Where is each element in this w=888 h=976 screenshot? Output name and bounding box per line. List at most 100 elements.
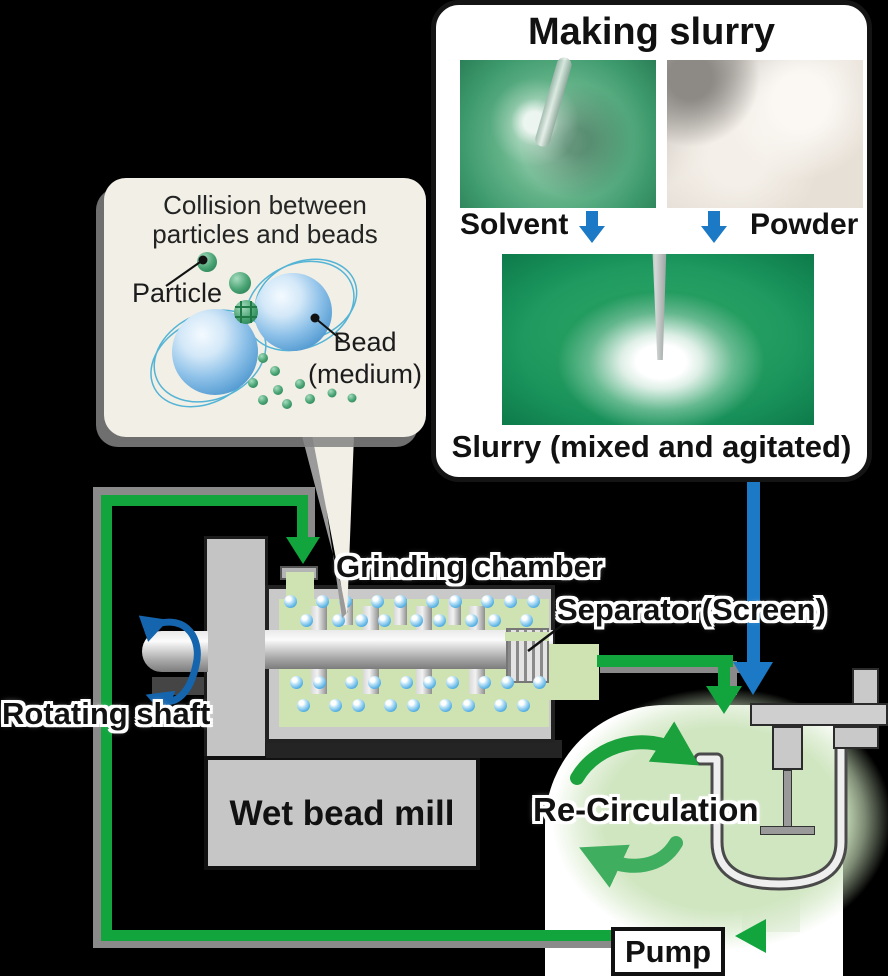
bead	[355, 614, 368, 627]
bubble-title-line1: Collision between	[163, 190, 367, 220]
chamber-under-shadow	[266, 740, 562, 758]
bead	[478, 676, 491, 689]
outlet-slot	[505, 687, 549, 696]
pipe-shadow-outlet	[600, 667, 740, 673]
pipe-top-horizontal	[101, 495, 308, 506]
bead	[410, 614, 423, 627]
pump-flow-arrowhead	[735, 919, 766, 953]
bead	[446, 676, 459, 689]
bead-sphere-left	[172, 309, 258, 395]
bead	[300, 614, 313, 627]
panel-title: Making slurry	[527, 11, 776, 53]
agitator-mount-plate	[750, 703, 888, 726]
slurry-feed-arrowhead	[733, 662, 773, 695]
bead	[332, 614, 345, 627]
bead	[488, 614, 501, 627]
pipe-outlet-horizontal	[597, 655, 733, 667]
bubble-tail	[302, 435, 354, 618]
outlet-slot	[505, 632, 549, 641]
pipe-bottom-horizontal	[101, 930, 617, 941]
bead	[462, 699, 475, 712]
bead	[371, 595, 384, 608]
dip-tube	[693, 705, 848, 891]
recirc-arrow-bottom	[579, 836, 683, 888]
bubble-title: Collision between particles and beads	[104, 191, 426, 249]
bead-label: Bead (medium)	[304, 326, 426, 390]
collision-graphic	[150, 252, 358, 409]
wet-bead-mill-label: Wet bead mill	[229, 794, 455, 833]
solvent-down-arrow	[586, 211, 598, 227]
bead	[517, 699, 530, 712]
bead	[329, 699, 342, 712]
slurry-feed-arrow-shaft	[747, 482, 760, 664]
bead	[284, 595, 297, 608]
separator-label: Separator(Screen)	[557, 592, 826, 627]
particle-ball	[229, 272, 251, 294]
powder-down-arrowhead	[701, 226, 727, 243]
solvent-photo	[460, 55, 656, 208]
agitator-shaft	[783, 770, 792, 831]
powder-photo	[667, 60, 863, 208]
bead-sphere-right	[254, 273, 332, 351]
fine-particles	[248, 353, 357, 409]
particle-label: Particle	[132, 278, 223, 308]
bead	[423, 676, 436, 689]
bead	[394, 595, 407, 608]
pipe-shadow-top	[93, 487, 315, 495]
collision-bubble: Collision between particles and beads	[104, 178, 426, 437]
bead	[316, 595, 329, 608]
mill-base	[204, 756, 480, 870]
bead	[520, 614, 533, 627]
bead	[527, 595, 540, 608]
bead	[345, 676, 358, 689]
bead	[465, 614, 478, 627]
bead	[533, 676, 546, 689]
particle-agglomerate	[234, 300, 258, 324]
separator-pointer	[527, 622, 566, 652]
pump-box: Pump	[611, 927, 725, 976]
bead	[400, 676, 413, 689]
bead	[504, 595, 517, 608]
solvent-down-arrowhead	[579, 226, 605, 243]
bead	[494, 699, 507, 712]
recirculation-arrows	[570, 721, 700, 888]
grinding-chamber-label: Grinding chamber	[336, 549, 603, 584]
recirc-arrow-top	[570, 721, 700, 785]
powder-label: Powder	[750, 208, 859, 241]
pipe-shadow-bottom	[93, 941, 618, 948]
bead-label-line1: Bead	[333, 327, 397, 357]
pointer-lines	[165, 259, 345, 343]
pipe-inlet-drop	[297, 503, 308, 539]
recirculation-label: Re-Circulation	[533, 791, 759, 828]
rotating-shaft-label: Rotating shaft	[2, 696, 211, 731]
bead	[439, 699, 452, 712]
bead	[433, 614, 446, 627]
bead	[352, 699, 365, 712]
bead	[297, 699, 310, 712]
slurry-photo	[502, 254, 814, 425]
slurry-caption: Slurry (mixed and agitated)	[451, 429, 852, 464]
agitator-motor-block	[772, 726, 803, 770]
agitator-side-block	[833, 726, 879, 749]
inlet-arrowhead	[286, 537, 320, 564]
agitator-upper-block	[852, 668, 879, 705]
making-slurry-panel: Making slurry Solvent Powder Slurry (mix…	[431, 0, 872, 482]
bead	[501, 676, 514, 689]
solvent-label: Solvent	[460, 208, 569, 241]
bead	[407, 699, 420, 712]
outlet-port	[549, 644, 599, 700]
pipe-shadow-left	[93, 487, 101, 948]
bead	[313, 676, 326, 689]
pipe-shadow-inlet	[308, 495, 315, 539]
bead	[368, 676, 381, 689]
rotation-arrow	[138, 615, 201, 718]
bead	[426, 595, 439, 608]
bead	[481, 595, 494, 608]
pipe-left-vertical	[101, 495, 112, 931]
bead	[378, 614, 391, 627]
glass-rod	[533, 55, 574, 149]
pump-label: Pump	[624, 934, 712, 969]
bead	[384, 699, 397, 712]
mixer-rod	[652, 254, 667, 361]
bead	[449, 595, 462, 608]
